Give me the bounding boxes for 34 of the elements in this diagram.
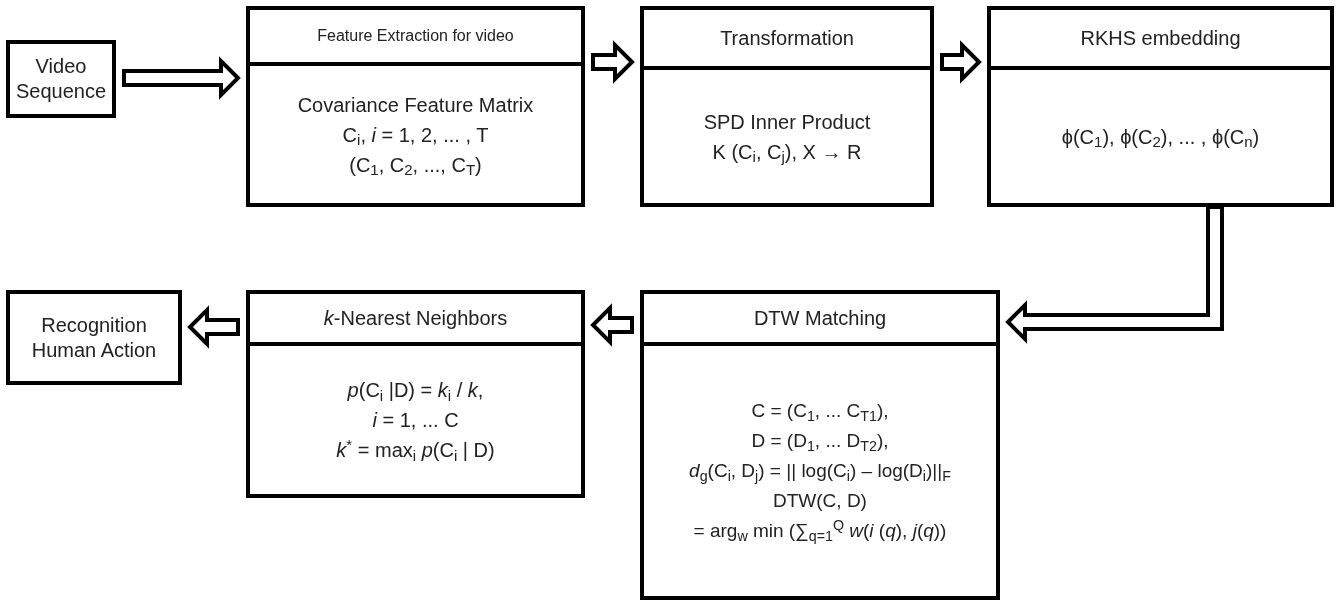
formula-text: p(C$_{i}$ |D) = k$_{i}$ / k,: [347, 378, 484, 403]
box-header: k-Nearest Neighbors: [250, 294, 581, 346]
formula-text: C = (C$_{1}$, ... C$_{T1}$),: [751, 399, 889, 424]
formula-text: (C$_{1}$, C$_{2}$, ..., C$_{T}$): [349, 152, 482, 178]
box-header: Transformation: [644, 10, 930, 70]
process-box: [246, 6, 585, 207]
formula-text: i = 1, ... C: [372, 408, 459, 433]
formula-text: C$_{i}$, i = 1, 2, ... , T: [342, 122, 489, 148]
box-label: Video Sequence: [14, 54, 108, 104]
terminal-box: [6, 40, 116, 118]
formula-text: k$^{*}$ = max$_{i}$ p(C$_{i}$ | D): [336, 437, 495, 463]
process-box: [246, 290, 585, 498]
box-header: Feature Extraction for video: [250, 10, 581, 66]
process-box: [640, 6, 934, 207]
box-label: Recognition Human Action: [30, 312, 158, 363]
block-arrow: [187, 305, 240, 349]
process-box: [987, 6, 1334, 207]
block-arrow: [591, 40, 635, 84]
terminal-box: [6, 290, 182, 385]
formula-text: K (C$_{i}$, C$_{j}$), X → R: [712, 139, 862, 165]
box-header: DTW Matching: [644, 294, 996, 346]
formula-text: SPD Inner Product: [703, 109, 871, 135]
formula-text: ϕ(C$_{1}$), ϕ(C$_{2}$), ... , ϕ(C$_{n}$): [1061, 124, 1260, 150]
process-box: [640, 290, 1000, 600]
formula-text: = arg$_{w}$ min (∑$_{q=1}$$^{Q}$ w(i (q), j(q)): [693, 518, 947, 544]
formula-text: DTW(C, D): [773, 489, 867, 513]
box-header: RKHS embedding: [991, 10, 1330, 70]
block-arrow: [940, 40, 982, 84]
block-arrow: [122, 56, 241, 100]
formula-text: Covariance Feature Matrix: [297, 92, 534, 118]
formula-text: d$_{g}$(C$_{i}$, D$_{j}$) = || log(C$_{i}$) – log(D$_{i}$)||$_{F}$: [689, 459, 951, 484]
block-arrow: [590, 303, 634, 347]
formula-text: D = (D$_{1}$, ... D$_{T2}$),: [751, 429, 889, 454]
block-arrow: [1005, 205, 1224, 344]
